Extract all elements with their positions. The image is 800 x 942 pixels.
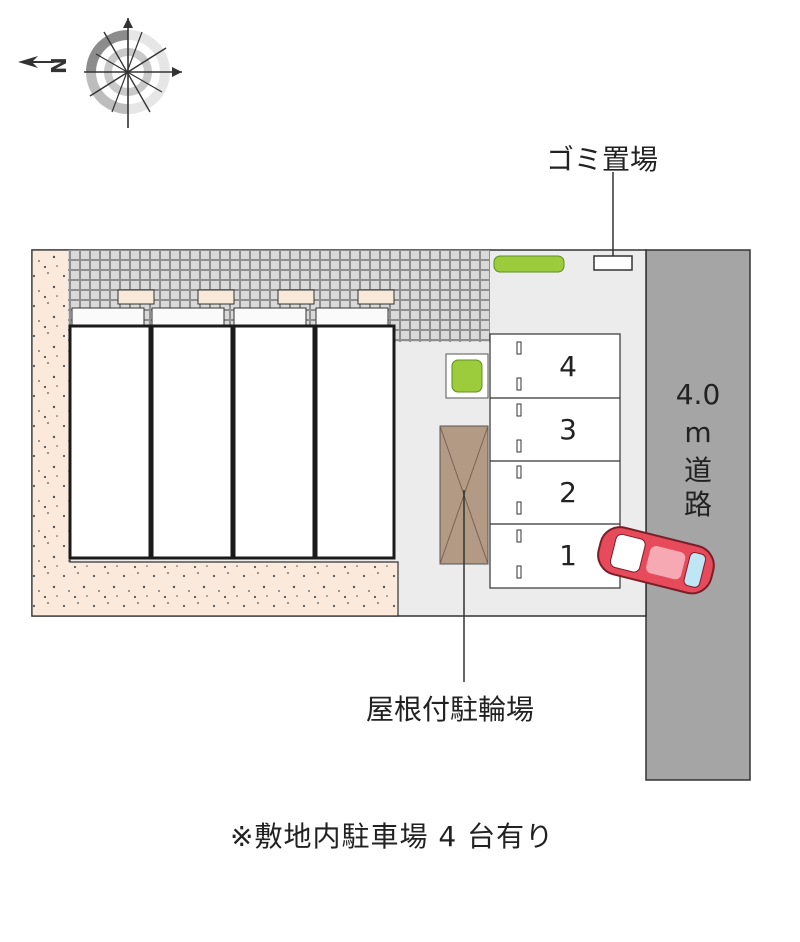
building-units — [68, 289, 396, 560]
road-unit-label: m — [684, 416, 712, 449]
garbage-bin — [593, 255, 633, 271]
road-name-text: 道路 — [683, 454, 712, 521]
planter-greenery — [451, 359, 483, 393]
parking-slot-number: 2 — [559, 476, 577, 509]
hedge-top — [493, 255, 565, 273]
road-name-label: 道路 — [668, 454, 728, 522]
parking-slot-number: 3 — [559, 413, 577, 446]
parking-footnote: ※敷地内駐車場 4 台有り — [230, 820, 555, 853]
compass-rose-icon — [18, 18, 182, 128]
parking-area — [489, 333, 621, 589]
road-width-label: 4.0 — [675, 378, 721, 411]
car-icon — [597, 526, 715, 595]
bike-parking-label: 屋根付駐輪場 — [366, 693, 535, 726]
compass-north-label: N — [47, 57, 71, 74]
parking-slot-number: 1 — [559, 539, 577, 572]
garbage-area-label: ゴミ置場 — [546, 143, 659, 176]
parking-slot-number: 4 — [559, 350, 577, 383]
bike-shelter — [439, 425, 489, 682]
